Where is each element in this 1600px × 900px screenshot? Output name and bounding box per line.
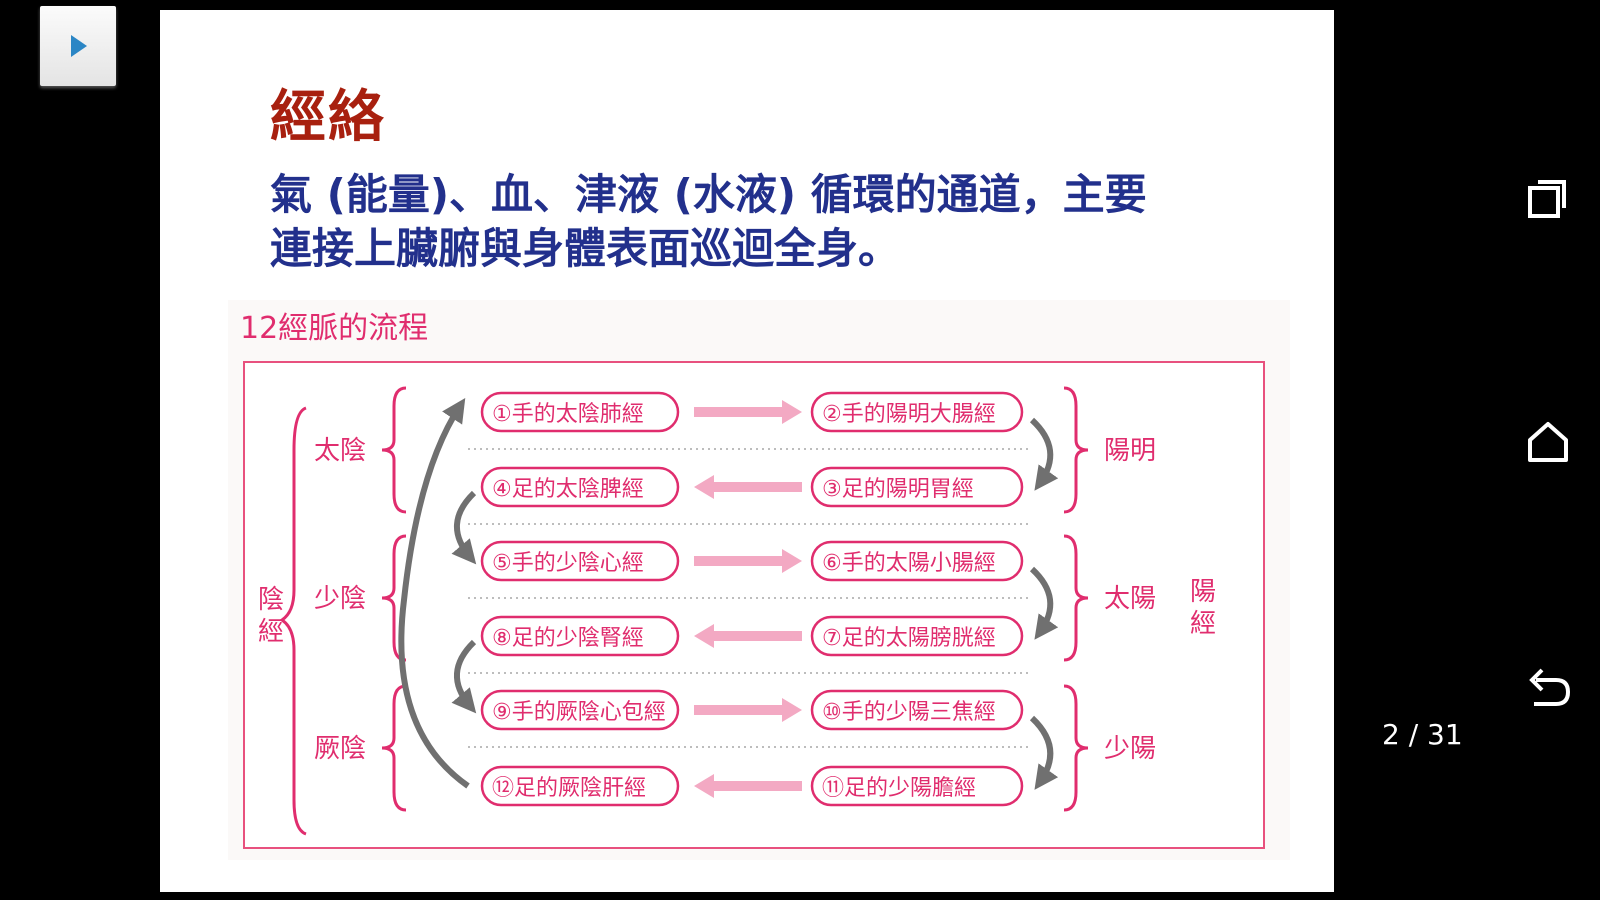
- left-loop-arrow: [451, 490, 477, 565]
- flow-arrow-head: [694, 774, 714, 798]
- yin-meridian-label: 陰 經: [258, 585, 292, 647]
- left-group-brace: [381, 386, 407, 514]
- home-icon: [1528, 422, 1568, 462]
- left-group-label: 太陰: [314, 436, 366, 466]
- flow-arrow-shaft: [694, 705, 784, 715]
- flow-arrow-head: [782, 549, 802, 573]
- right-group-label: 太陽: [1104, 584, 1156, 614]
- right-meridian-label: ⑦足的太陽膀胱經: [822, 626, 996, 651]
- left-meridian-label: ⑨手的厥陰心包經: [492, 700, 666, 725]
- flow-arrow-shaft: [712, 781, 802, 791]
- right-meridian-pill: [810, 466, 1024, 508]
- meridian-flow-figure: 12經脈的流程 ①手的太陰肺經 ②手的陽明大腸經 ④足的太陰脾經 ③足的陽明胃經 ⑤手的…: [228, 300, 1290, 860]
- left-meridian-label: ①手的太陰肺經: [492, 402, 644, 427]
- left-meridian-pill: [480, 540, 680, 582]
- diagram-frame: [243, 361, 1265, 849]
- right-meridian-label: ⑪足的少陽膽經: [822, 776, 976, 801]
- right-group-label: 陽明: [1104, 436, 1156, 466]
- right-meridian-pill: [810, 765, 1024, 807]
- figure-heading: 12經脈的流程: [240, 311, 428, 346]
- flow-arrow-head: [694, 475, 714, 499]
- right-meridian-label: ②手的陽明大腸經: [822, 402, 996, 427]
- right-loop-arrow: [1029, 715, 1059, 790]
- subtitle-line-2: 連接上臟腑與身體表面巡迴全身。: [270, 224, 901, 273]
- flow-arrow-shaft: [712, 631, 802, 641]
- left-meridian-label: ④足的太陰脾經: [492, 477, 644, 502]
- play-icon: [71, 35, 87, 57]
- right-meridian-pill: [810, 540, 1024, 582]
- right-group-brace: [1063, 684, 1089, 812]
- left-loop-arrow: [451, 639, 477, 714]
- right-meridian-pill: [810, 615, 1024, 657]
- home-button[interactable]: [1520, 414, 1576, 470]
- yin-outer-brace: [279, 406, 307, 836]
- left-meridian-label: ⑧足的少陰腎經: [492, 626, 644, 651]
- recents-icon: [1528, 180, 1566, 218]
- right-meridian-label: ⑥手的太陽小腸經: [822, 551, 996, 576]
- left-meridian-label: ⑤手的少陰心經: [492, 551, 644, 576]
- right-meridian-label: ⑩手的少陽三焦經: [822, 700, 996, 725]
- right-group-brace: [1063, 386, 1089, 514]
- presentation-slide: 經絡 氣 (能量)、血、津液 (水液) 循環的通道，主要 連接上臟腑與身體表面巡…: [160, 10, 1334, 892]
- back-icon: [1529, 668, 1571, 706]
- left-group-label: 厥陰: [314, 734, 366, 764]
- flow-arrow-head: [782, 400, 802, 424]
- recents-button[interactable]: [1520, 170, 1576, 226]
- left-group-brace: [381, 534, 407, 662]
- back-button[interactable]: [1520, 660, 1576, 716]
- slide-subtitle: 氣 (能量)、血、津液 (水液) 循環的通道，主要 連接上臟腑與身體表面巡迴全身…: [270, 168, 1270, 276]
- yang-meridian-label: 陽 經: [1190, 577, 1224, 639]
- right-group-brace: [1063, 534, 1089, 662]
- right-meridian-label: ③足的陽明胃經: [822, 477, 974, 502]
- right-meridian-pill: [810, 391, 1024, 433]
- flow-arrow-shaft: [712, 482, 802, 492]
- right-meridian-pill: [810, 689, 1024, 731]
- right-loop-arrow: [1029, 417, 1059, 491]
- play-button[interactable]: [40, 6, 116, 86]
- subtitle-line-1: 氣 (能量)、血、津液 (水液) 循環的通道，主要: [270, 170, 1147, 219]
- right-loop-arrow: [1029, 566, 1059, 640]
- left-meridian-pill: [480, 615, 680, 657]
- slide-title: 經絡: [270, 85, 386, 150]
- left-group-brace: [381, 684, 407, 812]
- page-indicator: 2 / 31: [1382, 718, 1463, 751]
- left-meridian-pill: [480, 765, 680, 807]
- left-meridian-pill: [480, 466, 680, 508]
- left-meridian-pill: [480, 391, 680, 433]
- left-meridian-pill: [480, 689, 680, 731]
- flow-arrow-shaft: [694, 407, 784, 417]
- right-group-label: 少陽: [1104, 734, 1156, 764]
- return-arrow: [398, 397, 470, 789]
- left-meridian-label: ⑫足的厥陰肝經: [492, 776, 646, 801]
- flow-arrow-head: [694, 624, 714, 648]
- flow-arrow-head: [782, 698, 802, 722]
- flow-arrow-shaft: [694, 556, 784, 566]
- meridian-flow-diagram: 12經脈的流程 ①手的太陰肺經 ②手的陽明大腸經 ④足的太陰脾經 ③足的陽明胃經 ⑤手的…: [240, 311, 1265, 849]
- left-group-label: 少陰: [314, 584, 366, 614]
